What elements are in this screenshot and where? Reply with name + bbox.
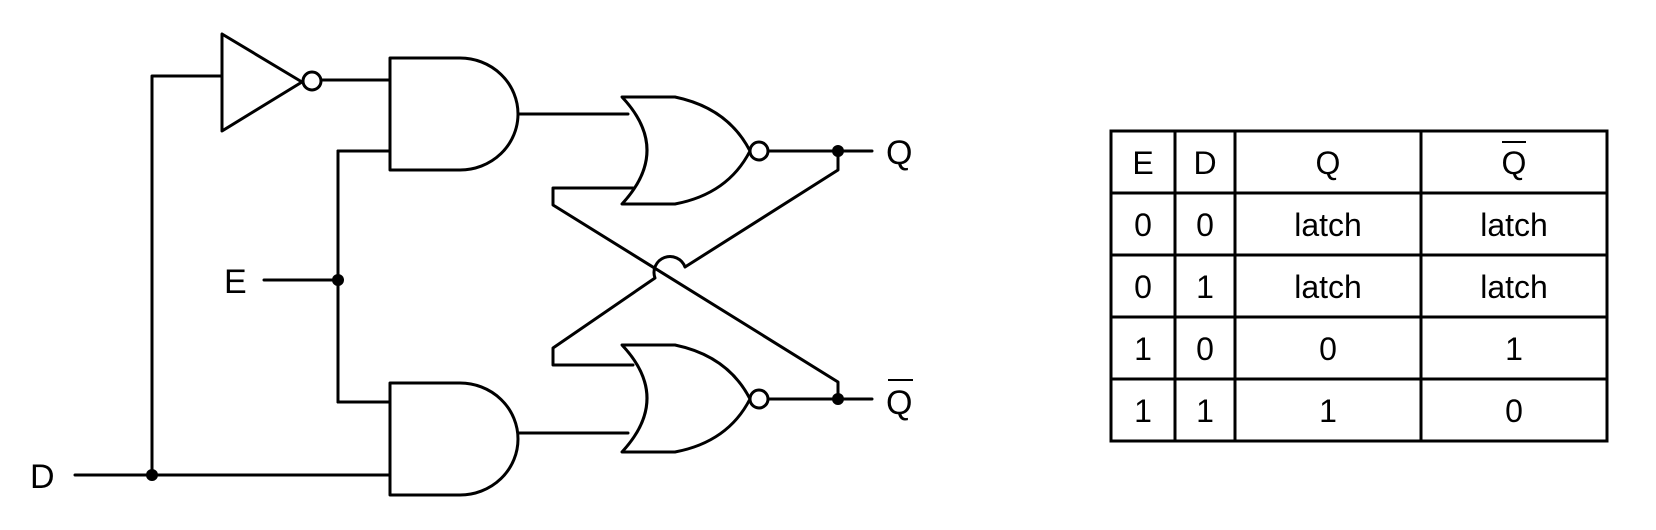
truth-table-header: E D Q Q — [1132, 141, 1527, 181]
and-gate-top — [388, 56, 520, 172]
header-cell-d: D — [1193, 145, 1216, 181]
not-gate-bubble — [301, 70, 323, 92]
nor-gate-bottom-bubble — [748, 388, 770, 410]
label-d: D — [30, 458, 55, 496]
table-cell-q: latch — [1294, 207, 1362, 243]
table-cell-q-bar: 1 — [1505, 331, 1523, 367]
label-q: Q — [886, 134, 912, 172]
table-cell-d: 1 — [1196, 269, 1214, 305]
nor-gate-top-bubble — [748, 140, 770, 162]
and-gate-bottom — [388, 381, 520, 497]
table-row: 0 1 latch latch — [1134, 269, 1548, 305]
truth-table-border — [1109, 129, 1609, 443]
nor-gate-bottom — [620, 343, 752, 454]
circuit: D E Q Q — [30, 32, 913, 497]
nor-gate-top — [620, 95, 752, 206]
truth-table: E D Q Q 0 0 latch latch 0 1 latch latch … — [1109, 129, 1609, 443]
table-cell-q: latch — [1294, 269, 1362, 305]
table-cell-q-bar: latch — [1480, 269, 1548, 305]
table-cell-q: 1 — [1319, 393, 1337, 429]
table-row: 1 1 1 0 — [1134, 393, 1523, 429]
table-row: 0 0 latch latch — [1134, 207, 1548, 243]
table-cell-e: 0 — [1134, 269, 1152, 305]
table-cell-q: 0 — [1319, 331, 1337, 367]
table-cell-e: 1 — [1134, 393, 1152, 429]
table-cell-q-bar: 0 — [1505, 393, 1523, 429]
table-cell-e: 0 — [1134, 207, 1152, 243]
feedback-qbar-to-top-nor — [551, 186, 840, 401]
header-cell-e: E — [1132, 145, 1153, 181]
header-cell-q: Q — [1316, 145, 1341, 181]
header-cell-q-bar: Q — [1502, 145, 1527, 181]
wire-d-to-inverter — [150, 74, 224, 477]
label-q-bar: Q — [886, 379, 913, 422]
label-e: E — [224, 263, 247, 301]
junction-e — [332, 274, 344, 286]
table-row: 1 0 0 1 — [1134, 331, 1523, 367]
table-cell-q-bar: latch — [1480, 207, 1548, 243]
not-gate — [220, 32, 304, 133]
feedback-q-to-bottom-nor — [551, 149, 840, 367]
table-cell-d: 0 — [1196, 331, 1214, 367]
table-cell-d: 1 — [1196, 393, 1214, 429]
table-cell-d: 0 — [1196, 207, 1214, 243]
junction-d — [146, 469, 158, 481]
label-q-bar-text: Q — [886, 384, 912, 422]
table-cell-e: 1 — [1134, 331, 1152, 367]
